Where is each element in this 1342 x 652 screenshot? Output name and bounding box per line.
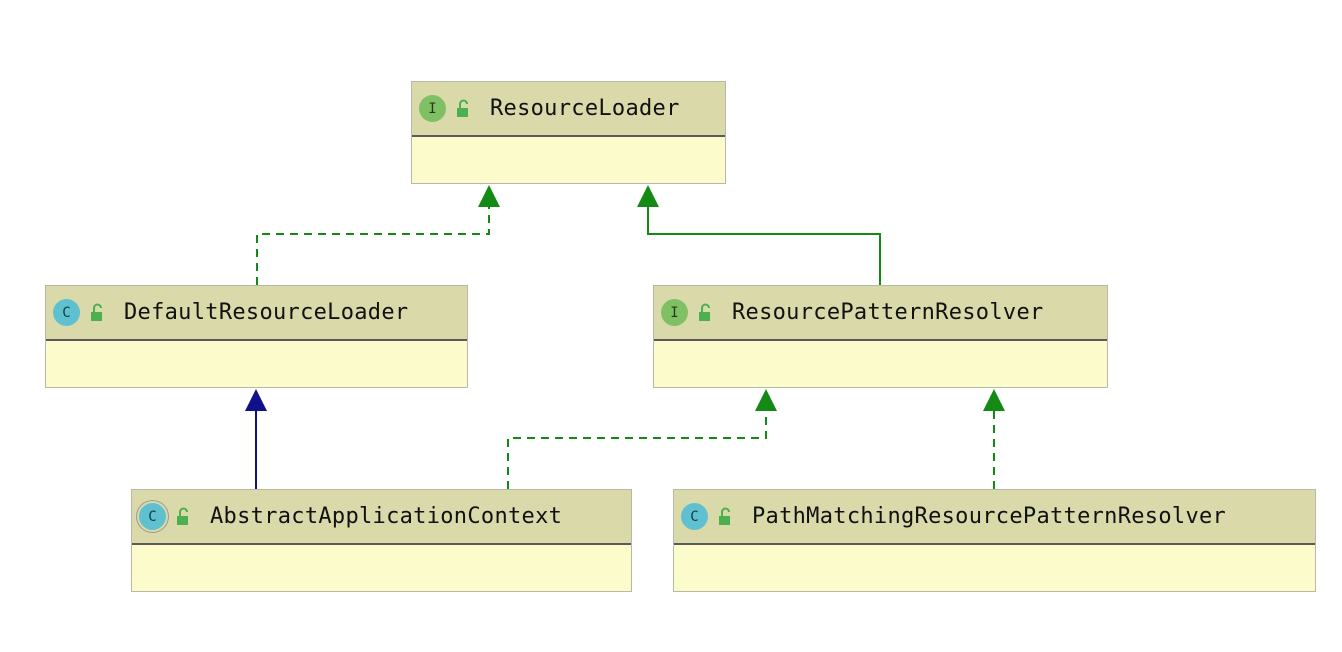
node-name: AbstractApplicationContext xyxy=(210,504,563,529)
node-name: PathMatchingResourcePatternResolver xyxy=(752,504,1227,529)
node-name: DefaultResourceLoader xyxy=(124,300,409,325)
node-name: ResourcePatternResolver xyxy=(732,300,1044,325)
open-lock-icon xyxy=(174,507,192,527)
arrowhead-extends-icon xyxy=(637,185,659,207)
interface-icon: I xyxy=(419,95,446,122)
open-lock-icon xyxy=(696,303,714,323)
node-header: C DefaultResourceLoader xyxy=(46,286,467,341)
node-name: ResourceLoader xyxy=(490,96,680,121)
node-header: I ResourceLoader xyxy=(412,82,725,137)
arrowhead-implements-icon xyxy=(983,389,1005,411)
arrowhead-implements-icon xyxy=(478,185,500,207)
edge-resourcepatternresolver-to-resourceloader xyxy=(647,206,881,285)
node-path-matching-resource-pattern-resolver[interactable]: C PathMatchingResourcePatternResolver xyxy=(673,489,1316,592)
node-header: C PathMatchingResourcePatternResolver xyxy=(674,490,1315,545)
open-lock-icon xyxy=(88,303,106,323)
node-header: C AbstractApplicationContext xyxy=(132,490,631,545)
class-icon: C xyxy=(681,503,708,530)
class-icon: C xyxy=(53,299,80,326)
node-resource-pattern-resolver[interactable]: I ResourcePatternResolver xyxy=(653,285,1108,388)
node-header: I ResourcePatternResolver xyxy=(654,286,1107,341)
node-default-resource-loader[interactable]: C DefaultResourceLoader xyxy=(45,285,468,388)
open-lock-icon xyxy=(716,507,734,527)
edge-abstractapplicationcontext-to-resourcepatternresolver xyxy=(507,410,767,489)
node-resource-loader[interactable]: I ResourceLoader xyxy=(411,81,726,184)
abstract-class-icon: C xyxy=(139,503,166,530)
node-abstract-application-context[interactable]: C AbstractApplicationContext xyxy=(131,489,632,592)
arrowhead-extends-icon xyxy=(245,389,267,411)
edge-defaultresourceloader-to-resourceloader xyxy=(256,206,490,285)
open-lock-icon xyxy=(454,99,472,119)
arrowhead-implements-icon xyxy=(755,389,777,411)
interface-icon: I xyxy=(661,299,688,326)
